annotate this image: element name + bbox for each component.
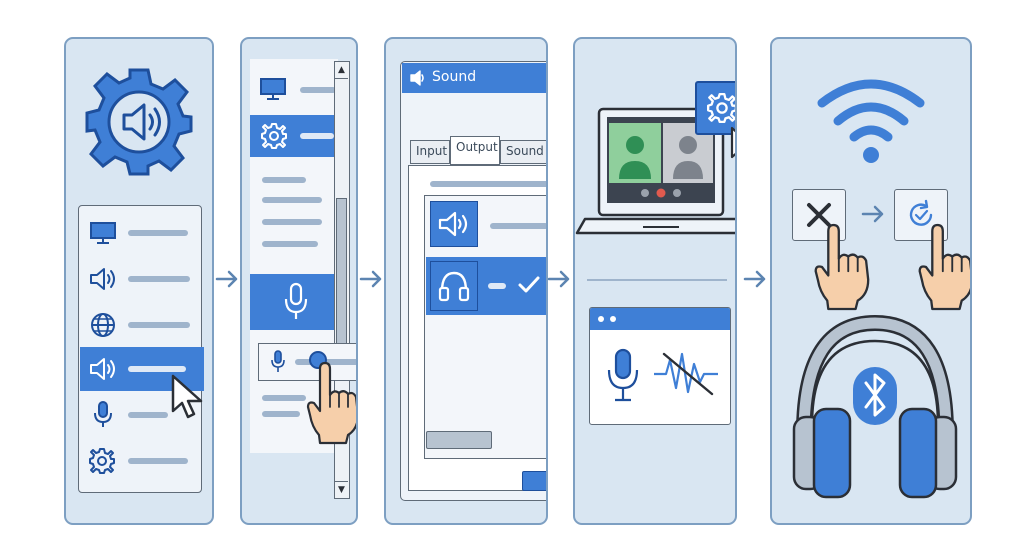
- scroll-up-button[interactable]: ▲: [335, 62, 348, 79]
- list-item-microphone[interactable]: [250, 274, 338, 330]
- scroll-thumb[interactable]: [336, 198, 347, 348]
- step1-panel: [64, 37, 214, 525]
- gear-icon: [707, 93, 735, 123]
- tab-sound-effects[interactable]: Sound E: [500, 140, 546, 164]
- menu-item-settings[interactable]: [80, 443, 200, 479]
- menu-item-display[interactable]: [80, 215, 200, 251]
- scrollbar[interactable]: ▲ ▼: [334, 61, 350, 499]
- arrow-right-icon: [547, 270, 570, 288]
- mic-window-titlebar: [590, 308, 730, 330]
- arrow-right-icon: [359, 270, 382, 288]
- monitor-icon: [90, 222, 116, 244]
- microphone-icon: [94, 401, 112, 427]
- laptop-icon: [575, 107, 735, 235]
- gear-speaker-icon: [85, 68, 193, 176]
- menu-item-sound[interactable]: [80, 261, 200, 297]
- device-headphones-selected[interactable]: [426, 257, 546, 315]
- device-speakers[interactable]: [426, 197, 546, 253]
- refresh-icon: [909, 199, 933, 226]
- speaker-icon: [90, 268, 115, 290]
- cursor-icon: [730, 126, 735, 159]
- speaker-icon: [438, 211, 468, 237]
- bluetooth-headphones-icon: [792, 314, 958, 499]
- ok-button[interactable]: [522, 471, 546, 491]
- arrow-right-icon: [215, 270, 238, 288]
- speaker-icon: [410, 70, 424, 86]
- arrow-right-icon: [861, 205, 884, 223]
- step3-panel: Sound Input Output Sound E: [384, 37, 548, 525]
- monitor-icon: [260, 78, 286, 100]
- pointing-hand-icon: [306, 361, 356, 445]
- cursor-icon: [171, 374, 203, 419]
- globe-icon: [91, 313, 115, 337]
- headphones-icon: [438, 271, 470, 302]
- speaker-icon: [90, 358, 115, 380]
- menu-item-network[interactable]: [80, 307, 200, 343]
- checkmark-icon: [518, 276, 540, 293]
- gear-icon: [89, 448, 115, 474]
- divider: [587, 279, 727, 281]
- tab-input[interactable]: Input: [410, 140, 450, 164]
- list-item-settings[interactable]: [250, 115, 338, 157]
- waveform-icon: [654, 352, 718, 396]
- microphone-icon: [284, 282, 308, 319]
- mic-window: [589, 307, 731, 425]
- tab-output[interactable]: Output: [450, 136, 500, 165]
- wifi-icon: [817, 79, 925, 163]
- close-icon: [807, 203, 831, 227]
- gear-icon: [261, 123, 287, 149]
- pointing-hand-icon: [918, 223, 970, 311]
- dialog-title: Sound: [432, 69, 477, 85]
- properties-button[interactable]: [426, 431, 492, 449]
- dialog-titlebar: Sound: [402, 63, 546, 93]
- step4-panel: [573, 37, 737, 525]
- scroll-down-button[interactable]: ▼: [335, 481, 348, 498]
- menu-item-microphone[interactable]: [80, 397, 200, 433]
- microphone-icon: [607, 348, 639, 402]
- step5-panel: [770, 37, 972, 525]
- step2-panel: ▲ ▼: [240, 37, 358, 525]
- microphone-icon: [271, 350, 285, 372]
- settings-button[interactable]: [695, 81, 735, 135]
- pointing-hand-icon: [814, 223, 870, 311]
- arrow-right-icon: [743, 270, 766, 288]
